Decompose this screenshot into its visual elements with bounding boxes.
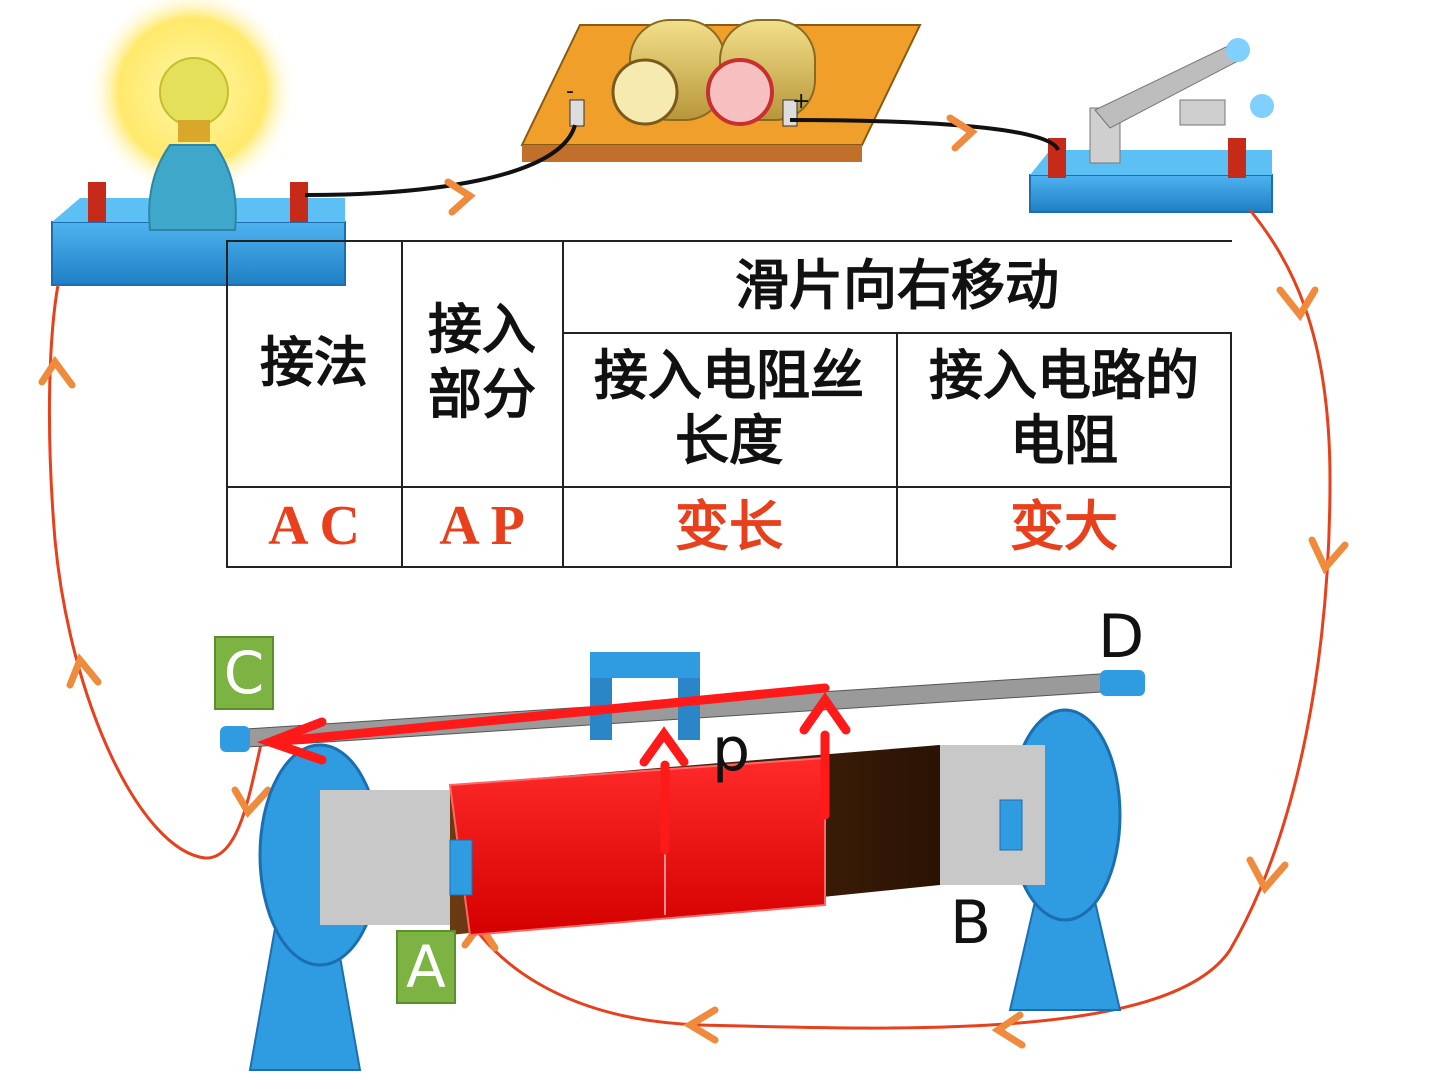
rheostat-rod-end-left: [220, 726, 250, 752]
arrow-icon: [66, 653, 102, 689]
rheostat-rod-end-right: [1100, 670, 1145, 696]
header-method: 接法: [226, 240, 402, 486]
lamp-terminal-left: [88, 182, 106, 222]
cell-length-value: 变长: [562, 486, 896, 568]
header-group-slider-right: 滑片向右移动: [562, 240, 1232, 332]
battery-minus-label: -: [566, 79, 574, 104]
wire-lamp-battery: [304, 124, 577, 197]
table-col-divider-1: [401, 240, 403, 568]
highlight-arrows: [256, 683, 851, 855]
switch-terminal-right: [1228, 138, 1246, 178]
header-circuit-resistance: 接入电路的 电阻: [896, 332, 1232, 486]
battery-terminal-minus: [569, 99, 585, 127]
arrow-icon: [1308, 536, 1349, 575]
header-length-line1: 接入电阻丝: [594, 344, 864, 408]
header-resistance-line1: 接入电路的: [929, 344, 1199, 408]
header-method-text: 接法: [260, 330, 368, 394]
terminal-c-label: C: [214, 636, 274, 710]
cell-part-text: A P: [439, 495, 525, 558]
cell-method-value: A C: [226, 486, 402, 568]
slider-p-label: p: [712, 715, 751, 785]
rheostat-core-left: [320, 790, 460, 925]
rheostat-core-right: [935, 745, 1045, 885]
current-arrows: [38, 114, 1349, 1049]
arrow-icon: [444, 178, 476, 216]
cell-resistance-text: 变大: [1010, 494, 1118, 558]
rod-arrowhead-icon: [256, 717, 327, 765]
header-resistance-line2: 电阻: [1010, 409, 1118, 472]
lamp-terminal-right: [290, 182, 308, 222]
terminal-a-post: [449, 839, 473, 896]
resistance-wire-connected: [448, 756, 826, 937]
rheostat-table: 接法 接入 部分 滑片向右移动 接入电阻丝 长度 接入电路的 电阻 A C A …: [226, 240, 1232, 568]
terminal-a-text: A: [406, 933, 446, 1001]
switch-base: [1029, 174, 1273, 213]
table-border-bottom: [226, 566, 1232, 568]
switch-clip: [1179, 99, 1226, 126]
header-wire-length: 接入电阻丝 长度: [562, 332, 896, 486]
cell-length-text: 变长: [675, 494, 783, 558]
cell-part-value: A P: [402, 486, 562, 568]
table-border-right: [1230, 332, 1232, 568]
lamp-screw: [178, 120, 210, 142]
switch-terminal-left: [1048, 138, 1066, 178]
wire-switch-to-a: [458, 209, 1332, 1030]
battery-cell-right-end: [706, 58, 774, 126]
table-border-top: [226, 240, 1232, 242]
switch-handle-tip: [1226, 38, 1250, 62]
table-col-divider-2: [562, 240, 564, 568]
lamp: [51, 0, 346, 286]
cell-method-text: A C: [268, 495, 360, 558]
terminal-a-label: A: [396, 930, 456, 1004]
arrow-icon: [1246, 856, 1289, 895]
header-part-line1: 接入: [428, 298, 536, 362]
lamp-bulb: [159, 57, 229, 127]
arrow-icon: [683, 1006, 719, 1044]
table-divider-header: [226, 486, 1232, 488]
battery-plus-label: +: [792, 89, 810, 114]
header-length-line2: 长度: [675, 409, 783, 472]
terminal-d-label: D: [1098, 602, 1145, 672]
terminal-b-label: B: [950, 888, 992, 958]
cell-resistance-value: 变大: [896, 486, 1232, 568]
table-border-left: [226, 240, 228, 568]
slider-arm-right: [678, 678, 700, 740]
arrow-icon: [38, 355, 76, 389]
switch-handle-tip-2: [1250, 94, 1274, 118]
arrow-icon: [946, 114, 978, 152]
slider-up-arrow-icon: [799, 692, 851, 735]
lamp-socket: [148, 144, 237, 231]
rod-current-line: [267, 683, 830, 747]
terminal-c-text: C: [223, 639, 265, 707]
wire-c-to-lamp: [47, 284, 264, 860]
battery-board-edge: [522, 145, 862, 162]
arrow-icon: [991, 1011, 1026, 1049]
rheostat: [220, 652, 1145, 1071]
battery: - +: [520, 19, 922, 162]
header-part-line2: 部分: [428, 363, 536, 426]
battery-cell-left-end: [611, 58, 679, 126]
slider-top: [590, 652, 700, 678]
arrow-icon: [231, 786, 272, 818]
switch: [1029, 38, 1274, 213]
table-col-divider-3: [896, 332, 898, 568]
terminal-b-post: [999, 799, 1023, 851]
arrow-icon: [1276, 286, 1319, 322]
header-part: 接入 部分: [402, 240, 562, 486]
slider-up-arrow-icon: [639, 726, 689, 767]
header-group-text: 滑片向右移动: [735, 253, 1059, 317]
